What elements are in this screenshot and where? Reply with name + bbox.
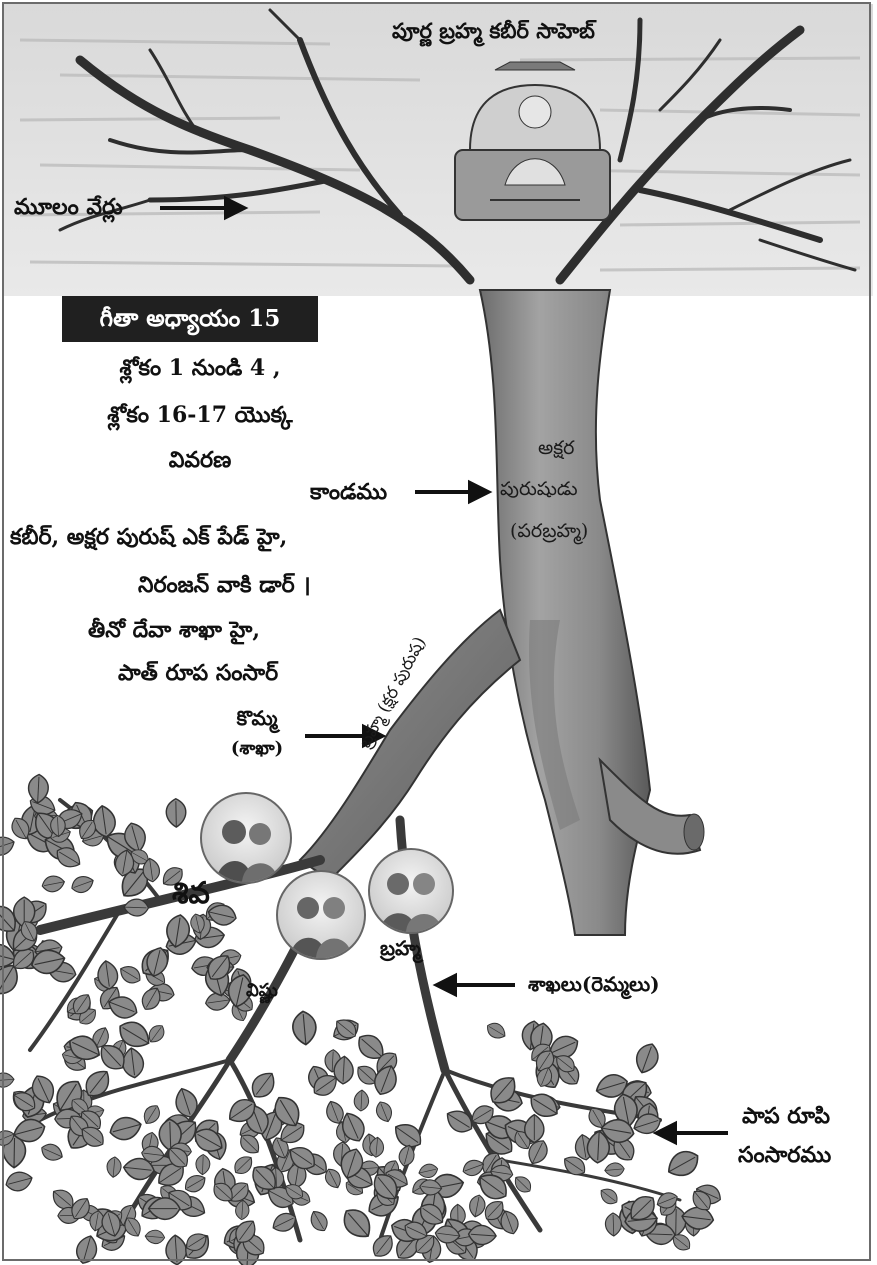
trunk-label: కాండము [310, 479, 387, 505]
trunk [480, 290, 650, 935]
leaf [106, 1156, 122, 1178]
vishnu-label: విష్ణు [246, 980, 278, 1002]
leaf [292, 1010, 318, 1045]
leaf [117, 962, 144, 987]
verses-line-1: శ్లోకం 1 నుండి 4 , [90, 355, 310, 381]
brahma-label: బ్రహ్మ [380, 936, 421, 960]
leaf [442, 1105, 476, 1137]
leaf [632, 1041, 662, 1077]
couplet-line-3: తీనో దేవా శాఖా హై, [88, 617, 260, 643]
branch-label-2: (శాఖా) [216, 738, 298, 760]
page-title: పూర్ణ బ్రహ్మ కబీర్ సాహెబ్ [392, 18, 595, 43]
leaf [196, 1154, 211, 1175]
shiva-portrait [200, 792, 292, 884]
leaf [484, 1020, 508, 1042]
leaf [307, 1208, 331, 1234]
sins-label-line-2: సంసారము [738, 1142, 831, 1168]
leaf [354, 1090, 369, 1112]
leaf [145, 1229, 166, 1244]
shiva-label: శివ [172, 876, 210, 912]
couplet-line-2: నిరంజన్ వాకి డార్ । [138, 572, 311, 598]
leaf [166, 799, 186, 828]
chapter-badge: గీతా అధ్యాయం 15 [62, 296, 318, 342]
leaf [663, 1146, 703, 1182]
leaf [140, 1102, 163, 1127]
leaf [74, 1233, 101, 1265]
leaf [0, 834, 17, 859]
leaf [165, 1234, 187, 1265]
branch-label-1: కొమ్మ [222, 706, 292, 730]
trunk-name-line-3: (పరబ్రహ్మ) [510, 520, 588, 543]
leaf [525, 1115, 544, 1143]
leaf [69, 873, 96, 895]
verses-line-2: శ్లోకం 16-17 యొక్క [80, 402, 320, 428]
twigs-label: శాఖలు(రెమ్మలు) [528, 972, 660, 996]
leaf [4, 1169, 34, 1194]
leaf [41, 874, 66, 894]
trunk-name-line-2: పురుషుడు [500, 478, 578, 501]
trunk-name-line-1: అక్షర [538, 437, 574, 460]
leaf [373, 1099, 394, 1124]
leaf [604, 1162, 625, 1177]
couplet-line-4: పాత్ రూప సంసార్ [118, 660, 278, 686]
verses-line-3: వివరణ [140, 447, 260, 473]
leaf [39, 1141, 66, 1164]
roots-label: మూలం వేర్లు [14, 194, 123, 220]
sins-label-line-1: పాప రూపి [742, 1103, 830, 1129]
leaf [417, 1162, 439, 1179]
couplet-line-1: కబీర్, అక్షర పురుష్ ఎక్ పేడ్ హై, [10, 524, 287, 550]
leaf [371, 1062, 401, 1098]
leaf [0, 1072, 14, 1088]
leaf [107, 1114, 143, 1143]
leaf [468, 1194, 487, 1219]
brahma-portrait [368, 848, 454, 934]
vishnu-portrait [276, 870, 366, 960]
leaf [597, 1185, 621, 1207]
